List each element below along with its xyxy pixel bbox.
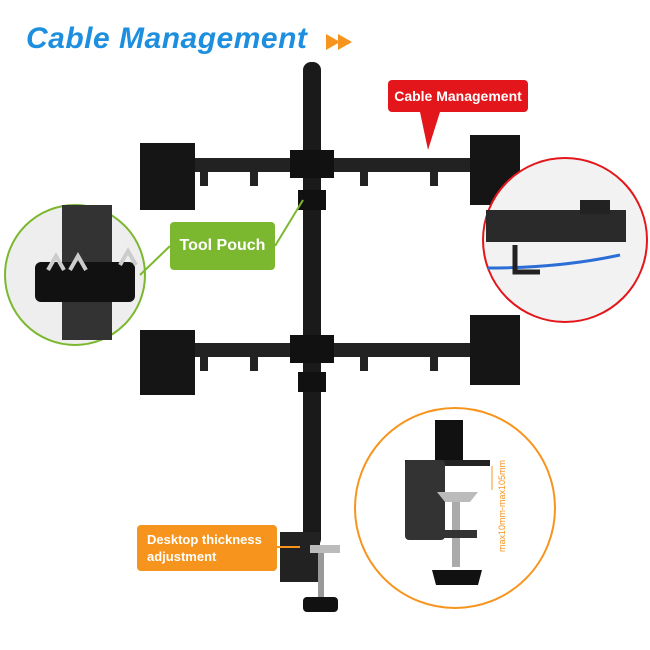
vesa-plates xyxy=(140,135,520,395)
clamp-range-text: max10mm-max105mm xyxy=(497,459,507,552)
double-arrow-right-icon xyxy=(326,34,352,50)
tool-pouch-label: Tool Pouch xyxy=(170,222,275,270)
tool-pouch-clip xyxy=(298,190,326,210)
desktop-thickness-line2: adjustment xyxy=(147,549,217,564)
pole xyxy=(303,62,321,547)
cable-management-label: Cable Management xyxy=(388,80,528,112)
desktop-thickness-line1: Desktop thickness xyxy=(147,532,262,547)
clamp xyxy=(280,532,320,582)
desktop-thickness-label: Desktop thickness adjustment xyxy=(137,525,277,571)
page-title: Cable Management xyxy=(26,22,308,55)
